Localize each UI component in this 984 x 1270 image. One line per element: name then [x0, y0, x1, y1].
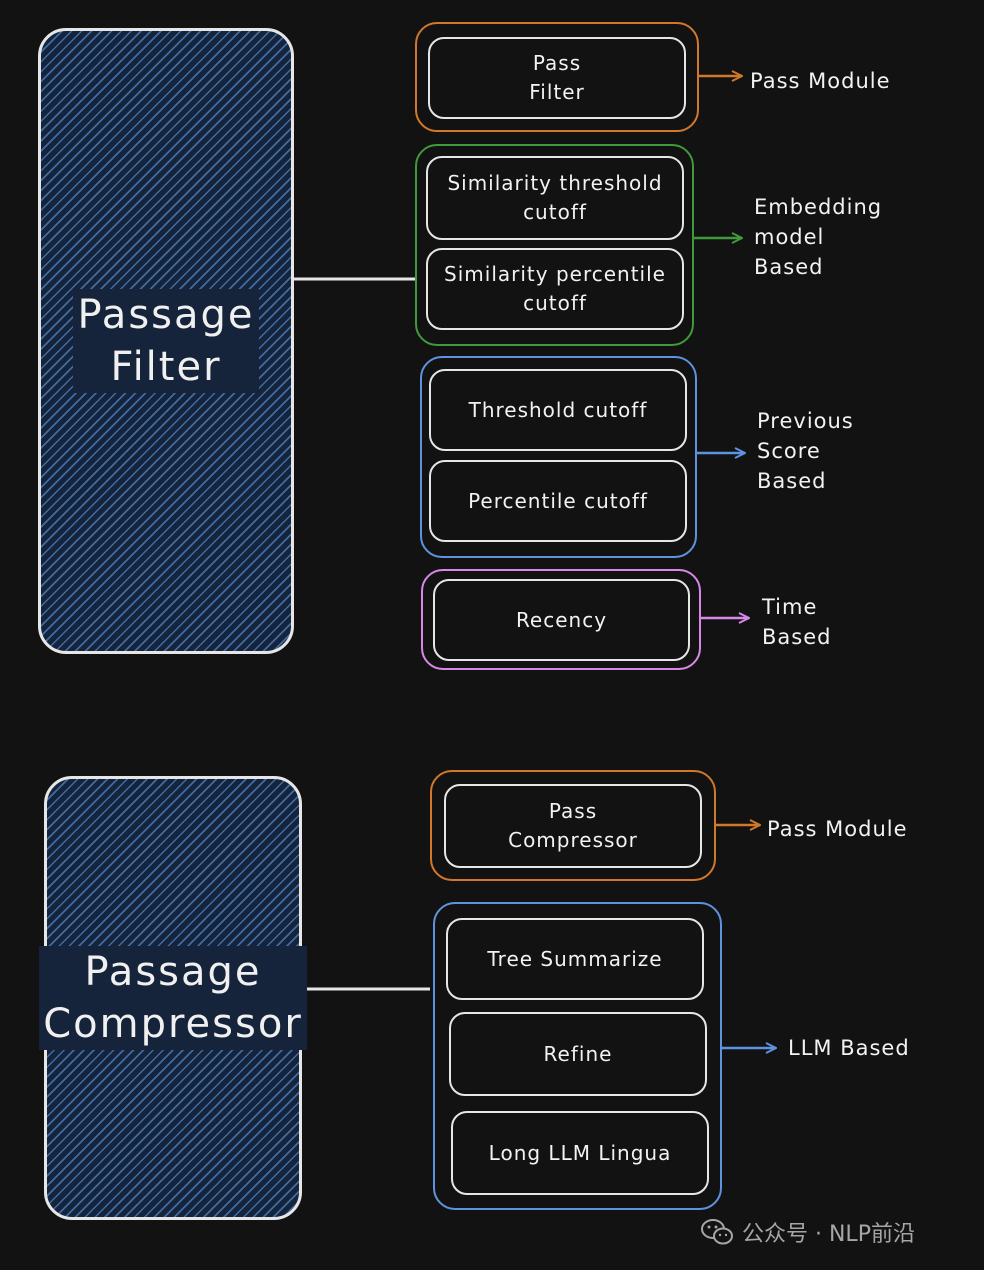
llm-based-label: LLM Based	[788, 1036, 910, 1060]
pass-filter-group	[415, 22, 699, 132]
passage-compressor-title: Passage Compressor	[39, 946, 307, 1050]
long-llm-lingua-node: Long LLM Lingua	[451, 1111, 709, 1195]
pass-compressor-group	[430, 770, 716, 881]
embedding-group	[415, 144, 694, 346]
similarity-threshold-node: Similarity threshold cutoff	[426, 156, 684, 240]
wechat-icon	[701, 1219, 733, 1245]
percentile-cutoff-node: Percentile cutoff	[429, 460, 687, 542]
threshold-cutoff-node: Threshold cutoff	[429, 369, 687, 451]
passage-filter-box: Passage Filter	[38, 28, 294, 654]
passage-compressor-box: Passage Compressor	[39, 776, 307, 1220]
refine-node: Refine	[449, 1012, 707, 1096]
tree-summarize-node: Tree Summarize	[446, 918, 704, 1000]
pass-module-label-compressor: Pass Module	[767, 817, 908, 841]
previous-score-label: Previous Score Based	[757, 409, 854, 493]
pass-compressor-node: Pass Compressor	[444, 784, 702, 868]
previous-score-group	[420, 356, 697, 558]
llm-group	[433, 902, 722, 1210]
watermark-text: 公众号 · NLP前沿	[742, 1222, 915, 1247]
passage-filter-title: Passage Filter	[73, 289, 259, 393]
time-group	[421, 569, 701, 670]
watermark: 公众号 · NLP前沿	[700, 1216, 915, 1248]
pass-filter-node: Pass Filter	[428, 37, 686, 119]
time-label: Time Based	[762, 595, 832, 649]
similarity-percentile-node: Similarity percentile cutoff	[426, 248, 684, 330]
embedding-label: Embedding model Based	[754, 195, 883, 279]
pass-module-label-filter: Pass Module	[750, 69, 891, 93]
recency-node: Recency	[433, 579, 690, 661]
